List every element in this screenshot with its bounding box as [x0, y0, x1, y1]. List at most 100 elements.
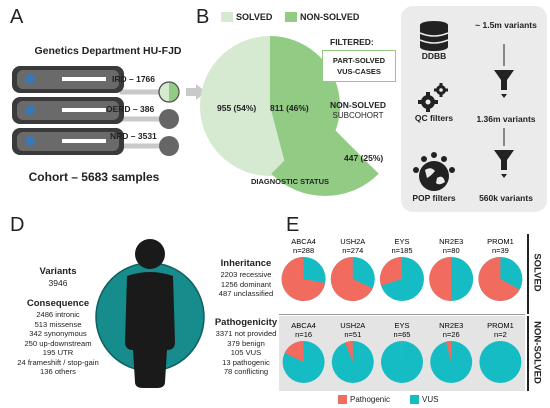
- consequence-title: Consequence: [26, 298, 90, 309]
- gene-name-label: USH2A: [340, 321, 365, 330]
- person-figure: [95, 239, 205, 388]
- panel-b-letter: B: [196, 6, 210, 28]
- solved-row-label: SOLVED: [531, 253, 543, 292]
- cohort-label: Cohort – 5683 samples: [28, 170, 160, 184]
- consequence-list: 2486 intronic 513 missense 342 synonymou…: [0, 310, 116, 377]
- panel-e-letter: E: [286, 214, 300, 236]
- variants-value: 3946: [48, 278, 68, 288]
- subcohort-subtitle: SUBCOHORT: [332, 111, 384, 120]
- diagnostic-pie-chart: [200, 36, 379, 196]
- diagnostic-status-caption: DIAGNOSTIC STATUS: [250, 177, 330, 186]
- ddbb-label: DDBB: [421, 51, 447, 61]
- pathogenic-slice: [380, 257, 402, 286]
- consequence-item: 513 missense: [34, 319, 82, 329]
- department-label: Genetics Department HU-FJD: [34, 45, 182, 57]
- pathogenic-slice: [478, 257, 520, 301]
- group-ird-label: IRD – 1766: [112, 74, 155, 84]
- consequence-item: 195 UTR: [42, 348, 74, 357]
- solved-side: SOLVED: [527, 234, 547, 314]
- pie-solved-label: 955 (54%): [217, 103, 257, 113]
- pathogenic-slice: [345, 341, 353, 362]
- pathogenic-slice: [281, 257, 326, 301]
- database-icon: [419, 21, 449, 51]
- consequence-item: 2486 intronic: [36, 310, 80, 319]
- arrow-to-filtered-icon: [299, 58, 327, 74]
- gene-name-label: USH2A: [340, 237, 365, 246]
- inheritance-item: 487 unclassified: [218, 289, 274, 298]
- pathogenicity-item: 13 pathogenic: [222, 357, 270, 367]
- gene-count-label: n=65: [394, 330, 411, 339]
- legend-nonsolved-swatch: [285, 12, 297, 22]
- vus-slice: [430, 341, 473, 383]
- gene-name-label: ABCA4: [291, 237, 316, 246]
- pathogenic-slice: [400, 341, 402, 362]
- panel-d-letter: D: [10, 214, 25, 236]
- funnel-icon-2: [494, 150, 514, 170]
- pathogenicity-item: 3371 not provided: [215, 329, 277, 338]
- pie-slice-solved: [200, 36, 288, 176]
- gene-name-label: EYS: [394, 321, 409, 330]
- legend-vus-swatch: [410, 395, 419, 404]
- qc-label: QC filters: [414, 113, 454, 123]
- gene-count-label: n=2: [494, 330, 507, 339]
- legend-pathogenic-swatch: [338, 395, 347, 404]
- subcohort-slice-label: 447 (25%): [344, 153, 384, 163]
- inheritance-list: 2203 recessive 1256 dominant 487 unclass…: [196, 270, 296, 299]
- filtered-title: FILTERED:: [330, 37, 374, 47]
- subcohort-title: NON-SOLVED: [329, 100, 387, 110]
- oerd-disc: [159, 109, 179, 129]
- gene-count-label: n=39: [492, 246, 509, 255]
- filter-pipeline: [413, 21, 514, 191]
- gene-count-label: n=80: [443, 246, 460, 255]
- gears-icon: [418, 83, 448, 112]
- legend-vus-label: VUS: [422, 395, 439, 404]
- gene-count-label: n=185: [391, 246, 412, 255]
- inheritance-item: 2203 recessive: [220, 270, 272, 279]
- pie-nonsolved-label: 811 (46%): [270, 103, 309, 113]
- pathogenic-slice: [445, 341, 452, 362]
- legend-solved-swatch: [221, 12, 233, 22]
- variants-title: Variants: [39, 266, 77, 277]
- gene-name-label: NR2E3: [439, 237, 463, 246]
- ird-disc-nonsolved: [169, 82, 179, 102]
- person-icon: [125, 239, 175, 388]
- gene-name-label: PROM1: [487, 321, 514, 330]
- gene-name-label: PROM1: [487, 237, 514, 246]
- consequence-item: 136 others: [40, 367, 76, 376]
- filtered-box-line-1: PART-SOLVED: [332, 56, 386, 65]
- pathogenicity-item: 78 conflicting: [223, 367, 269, 376]
- nonsolved-side: NON-SOLVED: [527, 316, 547, 391]
- vus-slice: [479, 341, 522, 383]
- inheritance-item: 1256 dominant: [220, 279, 272, 289]
- pathogenicity-title: Pathogenicity: [214, 317, 278, 328]
- variants-count-3: 560k variants: [479, 193, 533, 203]
- population-globe-icon: [413, 152, 455, 191]
- gene-count-label: n=26: [443, 330, 460, 339]
- vus-slice: [331, 341, 374, 383]
- gene-count-label: n=288: [293, 246, 314, 255]
- pathogenic-slice: [284, 341, 304, 362]
- pathogenic-slice: [330, 257, 373, 301]
- nrd-disc: [159, 136, 179, 156]
- consequence-item: 250 up-downstream: [24, 338, 92, 348]
- variants-count-1: ~ 1.5m variants: [475, 20, 537, 30]
- legend-nonsolved-label: NON-SOLVED: [300, 12, 360, 22]
- funnel-icon-1: [494, 70, 514, 90]
- gene-count-label: n=16: [295, 330, 312, 339]
- filtered-box: PART-SOLVED VUS-CASES: [322, 50, 396, 82]
- legend-pathogenic-label: Pathogenic: [350, 395, 391, 404]
- pathogenicity-list: 3371 not provided 379 benign 105 VUS 13 …: [196, 329, 296, 377]
- arrow-to-subcohort-icon: [288, 83, 318, 101]
- inheritance-title: Inheritance: [220, 258, 272, 269]
- gene-count-label: n=274: [342, 246, 363, 255]
- panel-a-letter: A: [10, 6, 24, 28]
- server-stack-icon: [12, 66, 124, 155]
- pathogenic-slice: [429, 257, 452, 301]
- server-diagram: [12, 66, 206, 156]
- nonsolved-row-label: NON-SOLVED: [531, 321, 543, 384]
- solved-gene-pies: ABCA4n=288USH2An=274EYSn=185NR2E3n=80PRO…: [281, 237, 523, 301]
- pathogenicity-item: 105 VUS: [230, 348, 262, 357]
- consequence-item: 342 synonymous: [29, 329, 87, 338]
